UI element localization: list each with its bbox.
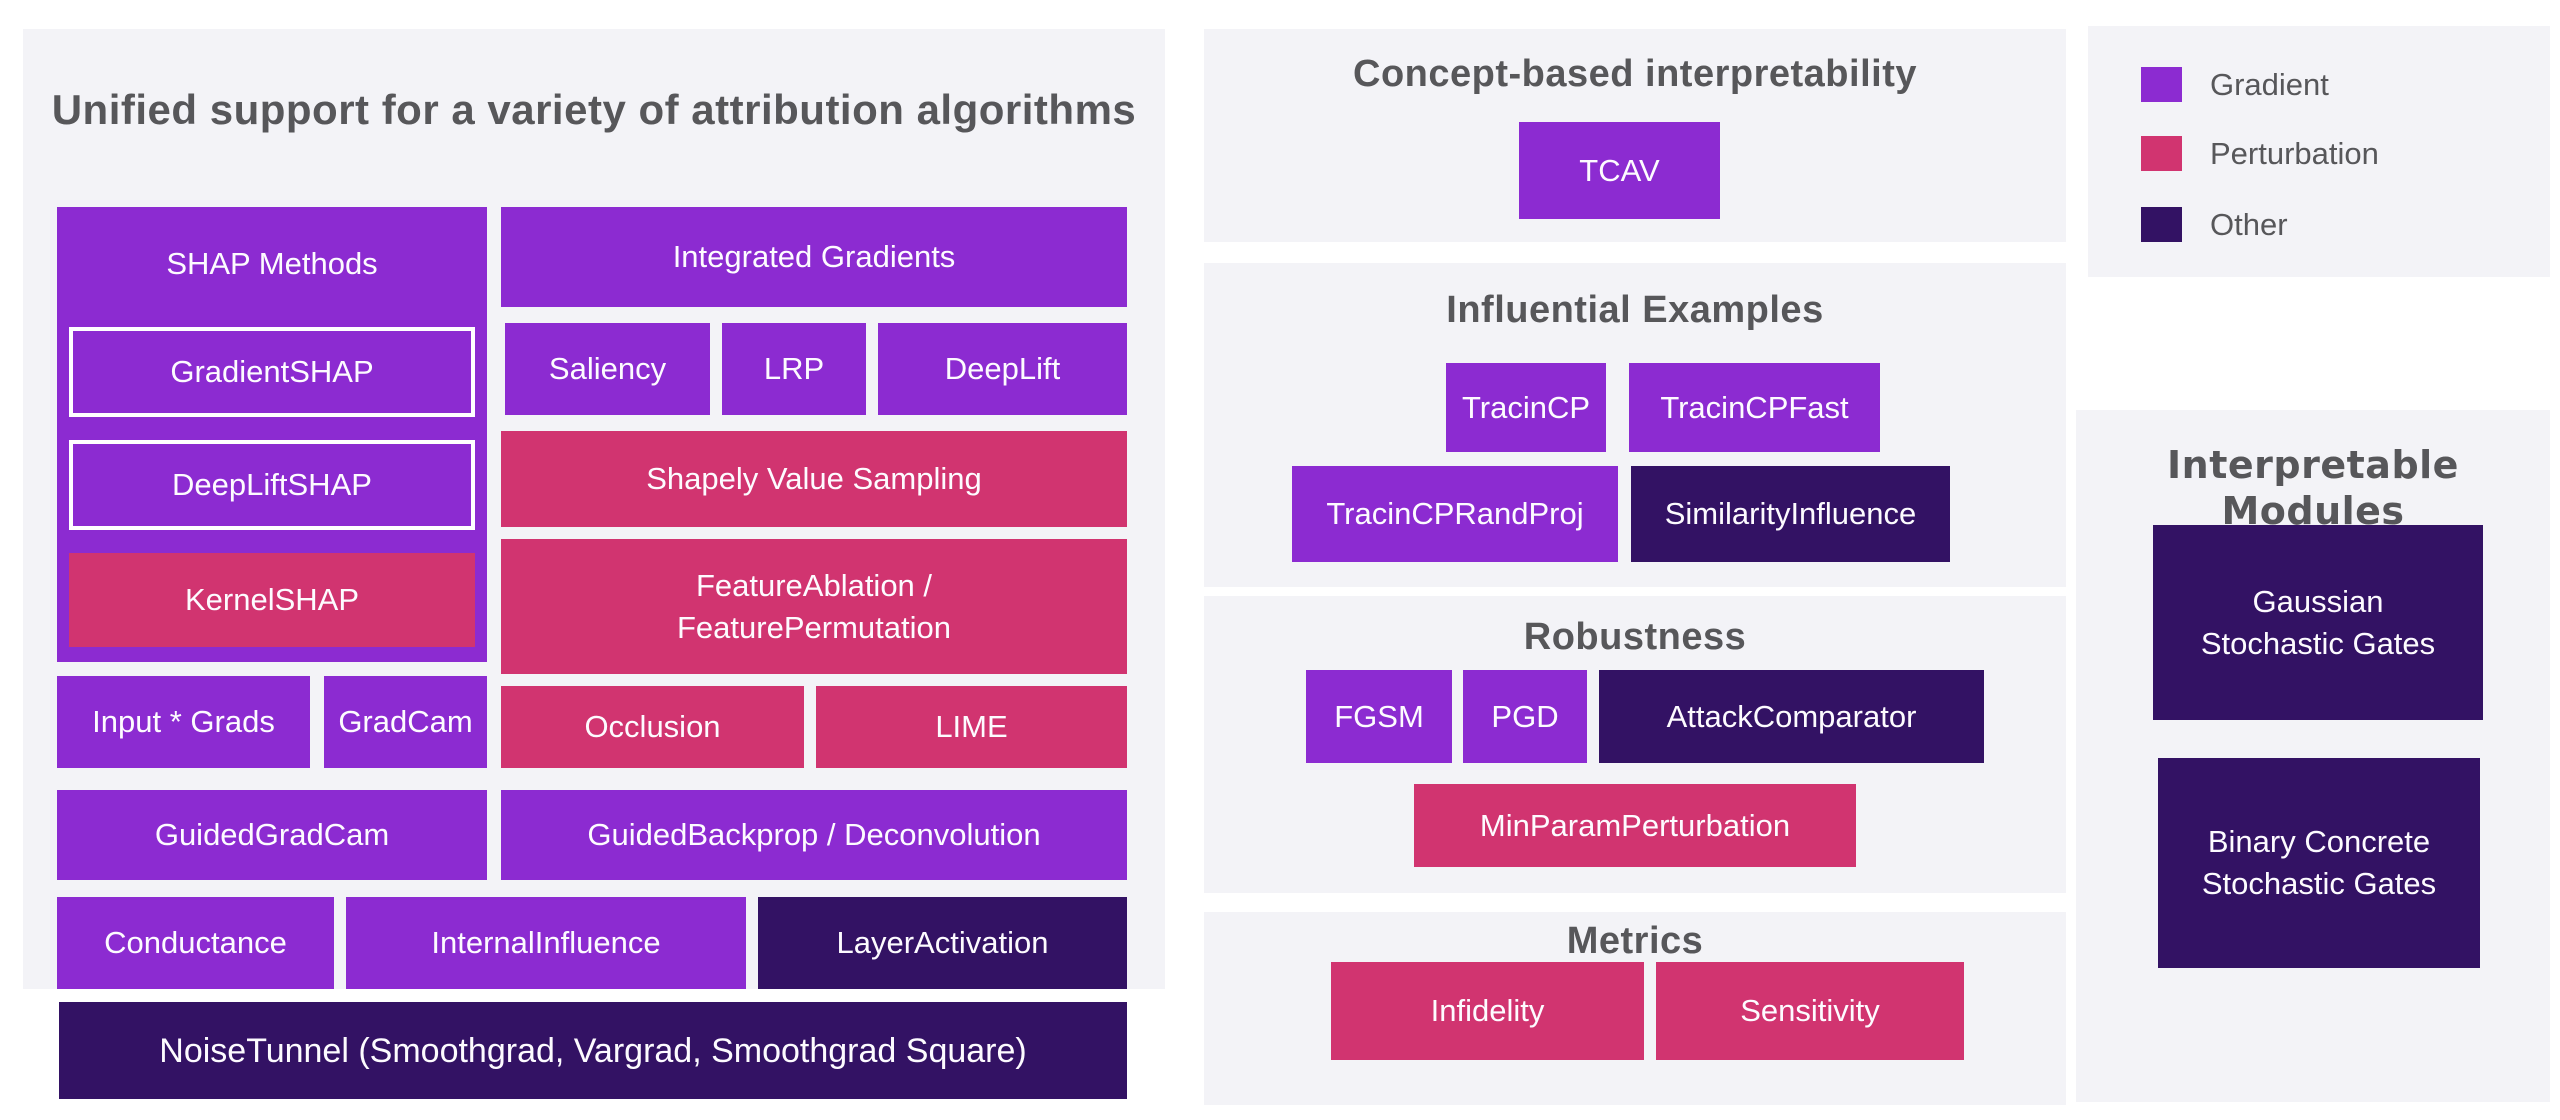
robustness-panel: Robustness FGSM PGD AttackComparator Min… [1204, 596, 2066, 893]
algo-box-infidelity: Infidelity [1331, 962, 1644, 1060]
algo-box-label: Infidelity [1430, 993, 1545, 1028]
algo-box-label: LayerActivation [836, 925, 1049, 960]
algo-box-input-grads: Input * Grads [57, 676, 310, 768]
algo-box-deepliftshap: DeepLiftSHAP [69, 440, 475, 530]
algo-box-guidedgradcam: GuidedGradCam [57, 790, 487, 880]
influential-panel-title: Influential Examples [1446, 289, 1824, 331]
concept-panel-title: Concept-based interpretability [1353, 53, 1917, 95]
algo-box-label: NoiseTunnel (Smoothgrad, Vargrad, Smooth… [159, 1031, 1027, 1070]
legend-item-perturbation: Perturbation [2141, 136, 2379, 171]
algo-box-label: TracinCPFast [1660, 389, 1849, 425]
algo-box-label: GradientSHAP [170, 354, 374, 389]
algo-box-label: TracinCPRandProj [1326, 496, 1584, 531]
influential-examples-panel: Influential Examples TracinCP TracinCPFa… [1204, 263, 2066, 587]
algo-box-saliency: Saliency [505, 323, 710, 415]
algo-box-conductance: Conductance [57, 897, 334, 989]
algo-box-label: InternalInfluence [431, 925, 661, 960]
algo-box-noisetunnel: NoiseTunnel (Smoothgrad, Vargrad, Smooth… [59, 1002, 1127, 1099]
algo-box-layeractivation: LayerActivation [758, 897, 1127, 989]
algo-box-label: TracinCP [1461, 389, 1591, 425]
algo-box-deeplift: DeepLift [878, 323, 1127, 415]
legend-swatch-gradient [2141, 67, 2182, 102]
algo-box-tcav: TCAV [1519, 122, 1720, 219]
legend-panel: Gradient Perturbation Other [2088, 26, 2550, 277]
algo-box-label: Shapely Value Sampling [646, 461, 982, 496]
algo-box-fgsm: FGSM [1306, 670, 1452, 763]
algo-box-internalinfluence: InternalInfluence [346, 897, 746, 989]
algo-box-minparamperturbation: MinParamPerturbation [1414, 784, 1856, 867]
algo-box-kernelshap: KernelSHAP [69, 553, 475, 647]
algo-box-label: Saliency [548, 351, 667, 386]
concept-interpretability-panel: Concept-based interpretability TCAV [1204, 29, 2066, 242]
metrics-panel: Metrics Infidelity Sensitivity [1204, 912, 2066, 1105]
interpretable-modules-panel: Interpretable Modules Gaussian Stochasti… [2076, 410, 2550, 1102]
algo-box-label: FeatureAblation / FeaturePermutation [677, 567, 951, 645]
legend-label: Gradient [2210, 66, 2329, 102]
algo-box-label: Occlusion [584, 709, 721, 744]
algo-box-occlusion: Occlusion [501, 686, 804, 768]
robustness-panel-title: Robustness [1523, 616, 1747, 658]
algo-box-label: GuidedBackprop / Deconvolution [587, 817, 1041, 852]
legend-label: Other [2210, 206, 2288, 242]
algo-box-pgd: PGD [1463, 670, 1587, 763]
attribution-panel-title: Unified support for a variety of attribu… [51, 86, 1137, 133]
algo-box-lrp: LRP [722, 323, 866, 415]
legend-label: Perturbation [2210, 135, 2379, 171]
algo-box-label: Sensitivity [1740, 993, 1880, 1028]
algo-box-label: TCAV [1579, 152, 1660, 188]
algo-box-attackcomparator: AttackComparator [1599, 670, 1984, 763]
module-box-label: Binary Concrete Stochastic Gates [2201, 824, 2437, 901]
module-box-label: Gaussian Stochastic Gates [2200, 583, 2436, 661]
algo-box-guidedbackprop-deconvolution: GuidedBackprop / Deconvolution [501, 790, 1127, 880]
algo-box-label: PGD [1491, 698, 1559, 734]
attribution-algorithms-panel: Unified support for a variety of attribu… [23, 29, 1165, 989]
algo-box-label: FGSM [1334, 698, 1424, 734]
algo-box-label: GradCam [338, 704, 473, 739]
algo-box-label: AttackComparator [1666, 698, 1917, 734]
algo-box-tracincprandproj: TracinCPRandProj [1292, 466, 1618, 562]
algo-box-similarityinfluence: SimilarityInfluence [1631, 466, 1950, 562]
metrics-panel-title: Metrics [1566, 920, 1704, 962]
algo-box-lime: LIME [816, 686, 1127, 768]
algo-box-sensitivity: Sensitivity [1656, 962, 1964, 1060]
algo-box-label: SimilarityInfluence [1664, 496, 1917, 531]
legend-item-gradient: Gradient [2141, 67, 2329, 102]
algo-box-label: LIME [935, 709, 1008, 744]
algo-box-gradcam: GradCam [324, 676, 487, 768]
algo-box-label: Input * Grads [92, 704, 275, 739]
interpretable-modules-title: Interpretable Modules [2167, 443, 2459, 533]
legend-swatch-other [2141, 207, 2182, 242]
module-box-gaussian-stochastic-gates: Gaussian Stochastic Gates [2153, 525, 2483, 720]
shap-methods-label: SHAP Methods [166, 246, 378, 281]
algo-box-tracincp: TracinCP [1446, 363, 1606, 452]
algo-box-label: KernelSHAP [184, 582, 360, 617]
algo-box-gradientshap: GradientSHAP [69, 327, 475, 417]
algo-box-integrated-gradients: Integrated Gradients [501, 207, 1127, 307]
legend-swatch-perturbation [2141, 136, 2182, 171]
algo-box-featureablation-featurepermutation: FeatureAblation / FeaturePermutation [501, 539, 1127, 674]
algo-box-label: GuidedGradCam [154, 817, 390, 852]
algo-box-label: MinParamPerturbation [1479, 807, 1791, 843]
algo-box-label: DeepLift [944, 351, 1061, 386]
algo-box-tracincpfast: TracinCPFast [1629, 363, 1880, 452]
module-box-binary-concrete-stochastic-gates: Binary Concrete Stochastic Gates [2158, 758, 2480, 968]
algo-box-label: LRP [763, 351, 825, 386]
legend-item-other: Other [2141, 207, 2288, 242]
algo-box-label: DeepLiftSHAP [172, 467, 372, 502]
algo-box-shapely-value-sampling: Shapely Value Sampling [501, 431, 1127, 527]
algo-box-label: Integrated Gradients [672, 239, 956, 274]
algo-box-label: Conductance [104, 925, 287, 960]
